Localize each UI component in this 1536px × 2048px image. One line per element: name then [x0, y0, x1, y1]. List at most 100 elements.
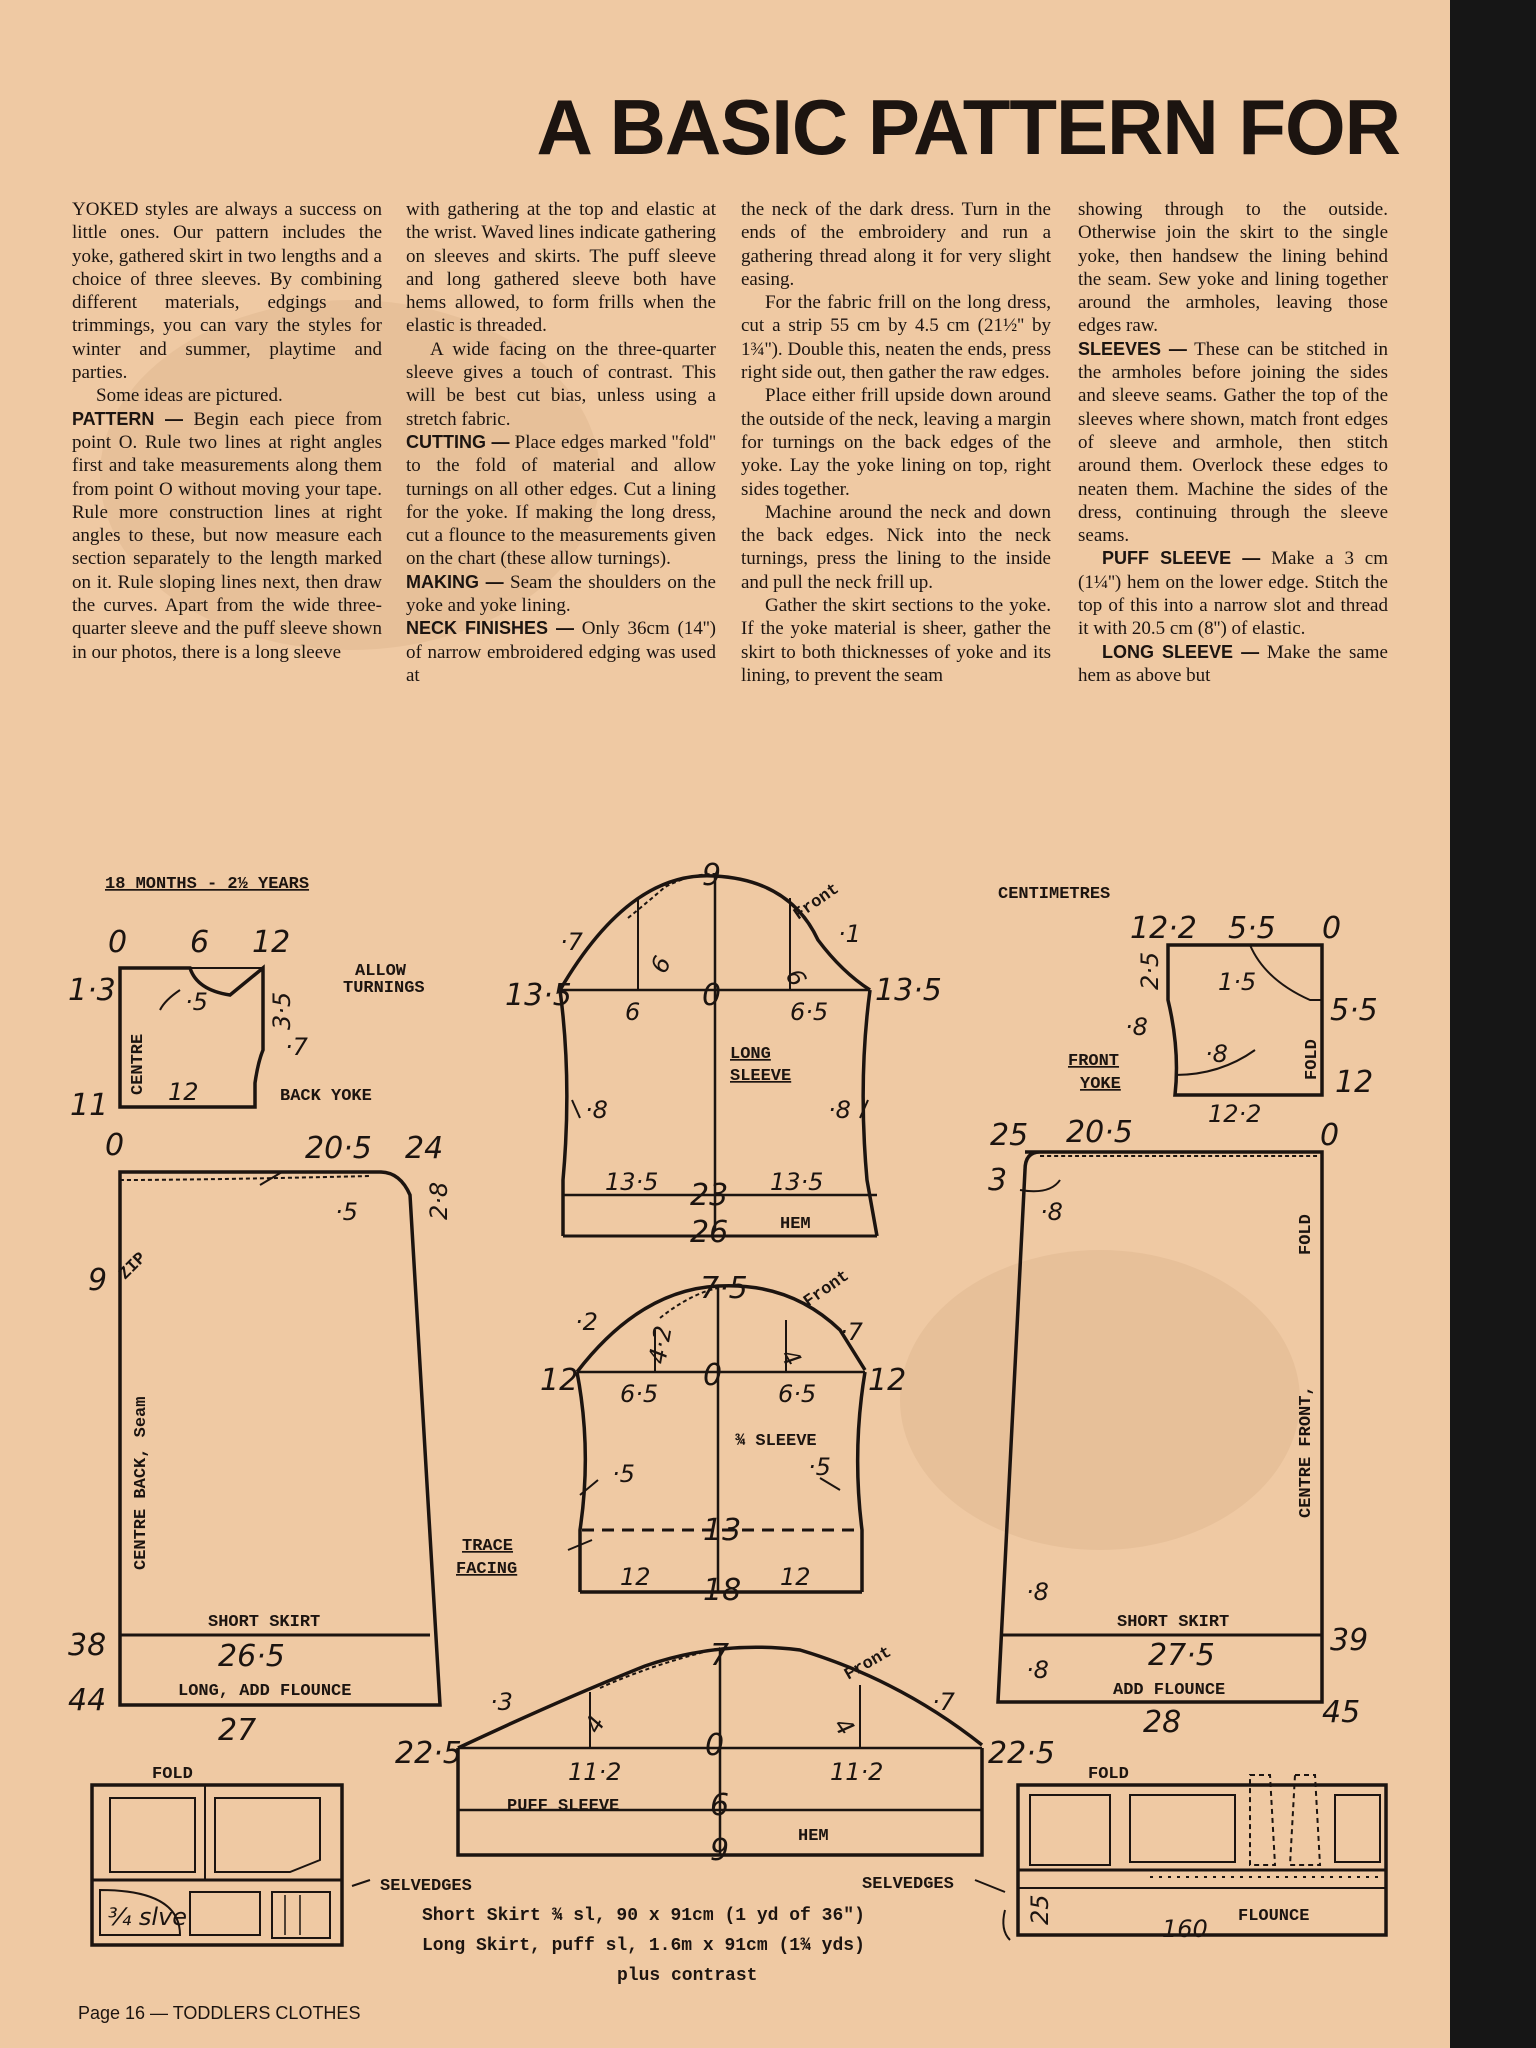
- paragraph-text: the neck of the dark dress. Turn in the …: [741, 199, 1051, 290]
- pattern-diagram: 18 MONTHS - 2½ YEARS CENTIMETRES ALLOW T…: [68, 858, 1388, 1986]
- fabric-req-1: Short Skirt ¾ sl, 90 x 91cm (1 yd of 36"…: [422, 1906, 865, 1926]
- back-yoke-m13: 1·3: [68, 973, 116, 1008]
- left-fabric-layout: [90, 1783, 344, 1947]
- front-skirt-m8: ·8: [1040, 1198, 1063, 1226]
- front-yoke-label-2: YOKE: [1080, 1075, 1121, 1094]
- back-skirt-m265: 26·5: [218, 1639, 285, 1674]
- long-sleeve-m6b: 6: [780, 964, 812, 991]
- paragraph: Machine around the neck and down the bac…: [741, 501, 1051, 594]
- size-label: 18 MONTHS - 2½ YEARS: [105, 875, 309, 894]
- long-sleeve-m0: 0: [702, 978, 721, 1013]
- paragraph: PUFF SLEEVE — Make a 3 cm (1¼'') hem on …: [1078, 547, 1388, 640]
- back-skirt-m27: 27: [218, 1713, 256, 1748]
- paragraph: Place either frill upside down around th…: [741, 384, 1051, 500]
- front-skirt-m8b: ·8: [1026, 1578, 1049, 1606]
- paragraph: MAKING — Seam the shoulders on the yoke …: [406, 571, 716, 618]
- three-quarter-sleeve-piece: [575, 1283, 867, 1594]
- puff-sleeve-hem: HEM: [798, 1827, 829, 1846]
- front-yoke-m8: ·8: [1125, 1013, 1148, 1041]
- paragraph-text: with gathering at the top and elastic at…: [406, 199, 716, 337]
- three-q-m12r: 12: [868, 1363, 906, 1398]
- paragraph-text: Seam the shoulders on the yoke and yoke …: [406, 571, 716, 617]
- paper-stain: [900, 1250, 1300, 1550]
- long-sleeve-label-2: SLEEVE: [730, 1067, 791, 1086]
- puff-sleeve-m6: 6: [710, 1788, 729, 1823]
- back-skirt-m0: 0: [105, 1128, 124, 1163]
- scan-background-edge: [1450, 0, 1536, 2048]
- puff-sleeve-m4r: 4: [828, 1712, 860, 1741]
- front-yoke-m122b: 12·2: [1208, 1100, 1261, 1128]
- long-sleeve-m8l: ·8: [585, 1096, 608, 1124]
- front-skirt-fold: FOLD: [1297, 1214, 1316, 1255]
- paragraph: A wide facing on the three-quarter sleev…: [406, 338, 716, 431]
- back-skirt-short: SHORT SKIRT: [208, 1613, 320, 1632]
- long-sleeve-front: Front: [791, 880, 844, 925]
- allow-turnings-2: TURNINGS: [343, 979, 425, 998]
- paragraph: LONG SLEEVE — Make the same hem as above…: [1078, 641, 1388, 688]
- back-skirt-centre: CENTRE BACK, Seam: [132, 1397, 151, 1570]
- front-yoke-m122: 12·2: [1130, 911, 1197, 946]
- back-yoke-m12b: 12: [168, 1078, 199, 1106]
- front-skirt-m25: 25: [990, 1118, 1028, 1153]
- text-column-3: the neck of the dark dress. Turn in the …: [741, 198, 1051, 833]
- front-yoke-piece: [1166, 943, 1324, 1097]
- front-yoke-label-1: FRONT: [1068, 1052, 1119, 1071]
- paragraph-text: These can be stitched in the armholes be…: [1078, 338, 1388, 547]
- paragraph: PATTERN — Begin each piece from point O.…: [72, 408, 382, 664]
- back-skirt-m38: 38: [68, 1628, 106, 1663]
- front-yoke-m15: 1·5: [1218, 968, 1256, 996]
- back-yoke-m7: ·7: [285, 1033, 309, 1061]
- puff-sleeve-m7r: ·7: [932, 1688, 956, 1716]
- back-skirt-long: LONG, ADD FLOUNCE: [178, 1682, 351, 1701]
- front-yoke-fold: FOLD: [1303, 1039, 1322, 1080]
- long-sleeve-hem: HEM: [780, 1215, 811, 1234]
- three-q-sleeve-label: ¾ SLEEVE: [735, 1432, 817, 1451]
- back-yoke-m0: 0: [108, 925, 127, 960]
- paragraph-text: Only 36cm (14'') of narrow embroidered e…: [406, 618, 716, 686]
- section-heading: LONG SLEEVE —: [1102, 641, 1260, 662]
- paragraph-text: Make the same hem as above but: [1078, 641, 1388, 686]
- long-sleeve-m8r: ·8: [828, 1096, 851, 1124]
- section-heading: PUFF SLEEVE —: [1102, 548, 1261, 569]
- paragraph: showing through to the outside. Otherwis…: [1078, 198, 1388, 338]
- paper-stain: [100, 300, 600, 650]
- three-q-m75: 7·5: [700, 1271, 748, 1306]
- right-layout-m160: 160: [1162, 1915, 1208, 1943]
- trace-facing-1: TRACE: [462, 1537, 513, 1556]
- text-column-4: showing through to the outside. Otherwis…: [1078, 198, 1388, 833]
- back-skirt-m5: ·5: [335, 1198, 358, 1226]
- paragraph: Gather the skirt sections to the yoke. I…: [741, 594, 1051, 687]
- paragraph-text: showing through to the outside. Otherwis…: [1078, 199, 1388, 337]
- front-skirt-piece: [996, 1150, 1324, 1704]
- back-yoke-m5: ·5: [185, 988, 208, 1016]
- front-skirt-m8c: ·8: [1026, 1656, 1049, 1684]
- back-skirt-m44: 44: [68, 1683, 106, 1718]
- paragraph: Some ideas are pictured.: [72, 384, 382, 407]
- puff-sleeve-m0: 0: [705, 1728, 724, 1763]
- magazine-page: A BASIC PATTERN FOR YOKED styles are alw…: [0, 0, 1450, 2048]
- paragraph: the neck of the dark dress. Turn in the …: [741, 198, 1051, 291]
- front-yoke-m55: 5·5: [1228, 911, 1276, 946]
- puff-sleeve-m9: 9: [710, 1833, 729, 1868]
- three-q-m42: 4·2: [643, 1324, 677, 1366]
- back-skirt-m9: 9: [88, 1263, 107, 1298]
- right-layout-selvedges: SELVEDGES: [862, 1875, 954, 1894]
- front-skirt-m3: 3: [988, 1163, 1007, 1198]
- front-skirt-m275: 27·5: [1148, 1638, 1215, 1673]
- front-skirt-short: SHORT SKIRT: [1117, 1613, 1229, 1632]
- three-q-m65l: 6·5: [620, 1380, 658, 1408]
- front-yoke-m0: 0: [1322, 911, 1341, 946]
- article-title: A BASIC PATTERN FOR: [536, 83, 1401, 171]
- paragraph: CUTTING — Place edges marked ''fold'' to…: [406, 431, 716, 571]
- back-skirt-m205: 20·5: [305, 1131, 372, 1166]
- paragraph-text: For the fabric frill on the long dress, …: [741, 292, 1051, 384]
- long-sleeve-m135r: 13·5: [875, 973, 942, 1008]
- text-column-2: with gathering at the top and elastic at…: [406, 198, 716, 833]
- right-layout-flounce: FLOUNCE: [1238, 1907, 1309, 1926]
- puff-sleeve-m7: 7: [710, 1638, 729, 1673]
- right-layout-fold: FOLD: [1088, 1765, 1129, 1784]
- front-skirt-m45: 45: [1322, 1695, 1360, 1730]
- fabric-req-3: plus contrast: [617, 1966, 757, 1986]
- paragraph: For the fabric frill on the long dress, …: [741, 291, 1051, 384]
- three-q-m2: ·2: [575, 1308, 598, 1336]
